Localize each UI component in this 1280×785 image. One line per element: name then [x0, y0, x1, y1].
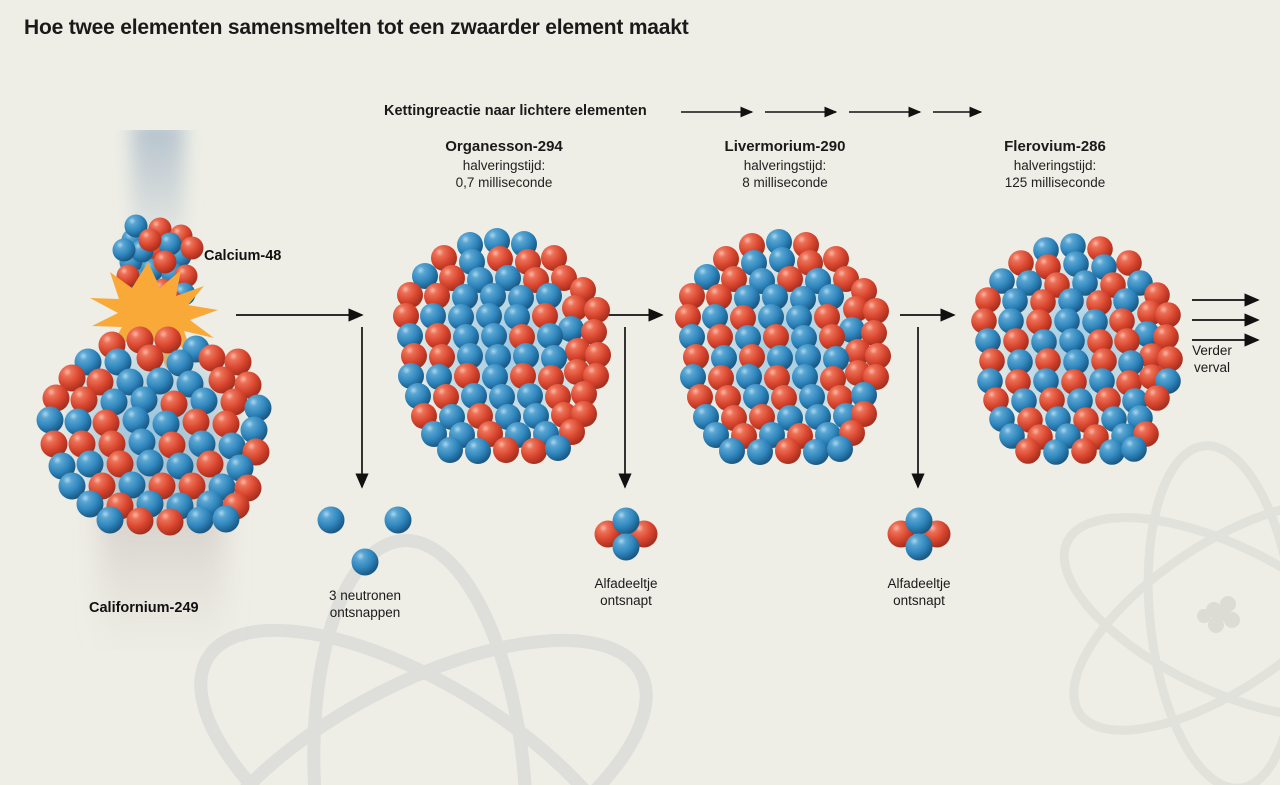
- caption-further-decay: Verder verval: [1147, 342, 1277, 376]
- caption-alpha-1: Alfadeeltje ontsnapt: [526, 575, 726, 609]
- caption-alpha-2-line2: ontsnapt: [893, 593, 945, 608]
- caption-neutrons-line1: 3 neutronen: [328, 588, 402, 603]
- caption-further-decay-line2: verval: [1193, 360, 1230, 375]
- organesson-294-nucleus: [393, 228, 611, 464]
- element-block-flerovium: Flerovium-286 halveringstijd: 125 millis…: [945, 137, 1165, 191]
- element-halflife-label-livermorium: halveringstijd:: [743, 158, 827, 173]
- caption-alpha-1-line1: Alfadeeltje: [594, 576, 658, 591]
- label-californium-249: Californium-249: [89, 600, 199, 616]
- caption-alpha-1-line2: ontsnapt: [600, 593, 652, 608]
- element-halflife-label-flerovium: halveringstijd:: [1013, 158, 1097, 173]
- livermorium-290-nucleus: [675, 229, 891, 465]
- caption-neutrons-line2: ontsnappen: [329, 605, 401, 620]
- element-halflife-label-organesson: halveringstijd:: [462, 158, 546, 173]
- flerovium-286-nucleus: [971, 233, 1183, 465]
- alpha-particle-icon-2: [887, 507, 951, 561]
- three-neutrons-icon: [317, 506, 412, 576]
- element-name-organesson: Organesson-294: [445, 138, 563, 155]
- caption-alpha-2-line1: Alfadeeltje: [887, 576, 951, 591]
- californium-249-nucleus: [36, 326, 272, 536]
- element-halflife-value-flerovium: 125 milliseconde: [1004, 175, 1106, 190]
- caption-further-decay-line1: Verder: [1192, 343, 1232, 358]
- chain-reaction-label: Kettingreactie naar lichtere elementen: [384, 103, 647, 119]
- caption-neutrons: 3 neutronen ontsnappen: [265, 587, 465, 621]
- alpha-particle-icon-1: [594, 507, 658, 561]
- element-name-livermorium: Livermorium-290: [724, 138, 846, 155]
- element-name-flerovium: Flerovium-286: [1004, 138, 1106, 155]
- element-block-livermorium: Livermorium-290 halveringstijd: 8 millis…: [675, 137, 895, 191]
- element-halflife-value-organesson: 0,7 milliseconde: [455, 175, 553, 190]
- calcium-48-nucleus: [112, 214, 204, 314]
- caption-alpha-2: Alfadeeltje ontsnapt: [819, 575, 1019, 609]
- element-block-organesson: Organesson-294 halveringstijd: 0,7 milli…: [394, 137, 614, 191]
- element-halflife-value-livermorium: 8 milliseconde: [742, 175, 828, 190]
- page-title: Hoe twee elementen samensmelten tot een …: [24, 16, 689, 39]
- label-calcium-48: Calcium-48: [204, 248, 282, 264]
